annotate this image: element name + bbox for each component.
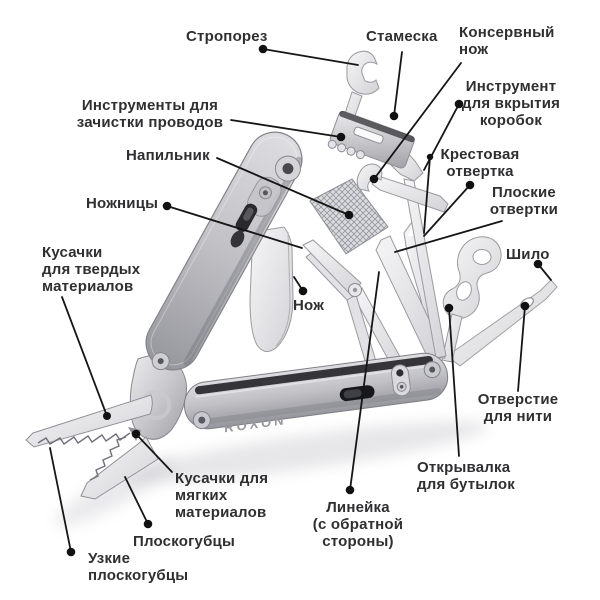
label-flat-screwdrivers: Плоские отвертки	[489, 184, 559, 218]
label-thread-hole: Отверстие для нити	[477, 391, 559, 425]
drop-shadow	[54, 421, 489, 527]
leader-narrow-pliers	[49, 447, 72, 553]
leader-chisel	[393, 51, 403, 117]
leader-can-opener	[373, 62, 462, 180]
label-awl: Шило	[506, 246, 550, 263]
label-box-opener: Инструмент для вкрытия коробок	[461, 78, 561, 129]
label-knife: Нож	[293, 297, 325, 314]
leader-phillips	[423, 156, 431, 234]
label-ruler: Линейка (с обратной стороны)	[312, 499, 404, 550]
label-chisel: Стамеска	[366, 28, 438, 45]
pliers-lower-jaw	[80, 436, 159, 500]
handle-groove	[194, 355, 433, 395]
leader-file	[216, 157, 350, 216]
label-pliers: Плоскогубцы	[133, 533, 235, 550]
label-strap-cutter: Стропорез	[186, 28, 268, 45]
leader-pliers	[124, 476, 149, 525]
label-soft-wire-cutters: Кусачки для мягких материалов	[175, 470, 269, 521]
upper-handle	[145, 131, 303, 371]
bottle-opener-tool	[441, 236, 502, 363]
can-opener-tool	[356, 163, 449, 213]
leader-soft-cutters	[135, 433, 173, 473]
leader-dots	[66, 44, 543, 557]
label-scissors: Ножницы	[86, 195, 159, 212]
label-hard-wire-cutters: Кусачки для твердых материалов	[42, 244, 141, 295]
label-narrow-pliers: Узкие плоскогубцы	[88, 550, 189, 584]
leader-flat-driver-1	[423, 184, 471, 237]
leader-scissors	[166, 205, 303, 249]
label-wire-strippers: Инструменты для зачистки проводов	[76, 97, 224, 131]
leader-wire-strippers	[230, 119, 342, 138]
leader-strap-cutter	[262, 48, 359, 66]
label-phillips-screwdriver: Крестовая отвертка	[440, 146, 520, 180]
leader-hard-cutters	[61, 296, 108, 417]
lower-handle: ROXON	[183, 352, 449, 435]
label-can-opener: Консервный нож	[459, 24, 555, 58]
pliers-upper-jaw	[25, 394, 153, 448]
leader-thread-hole	[517, 305, 526, 392]
leader-ruler	[349, 271, 380, 491]
label-file: Напильник	[126, 147, 210, 164]
label-bottle-opener: Открывалка для бутылок	[417, 459, 515, 493]
leader-flat-driver-2	[394, 220, 503, 253]
leader-lines	[49, 48, 552, 553]
leader-bottle-opener	[448, 307, 460, 457]
stripper-slot	[353, 126, 384, 144]
